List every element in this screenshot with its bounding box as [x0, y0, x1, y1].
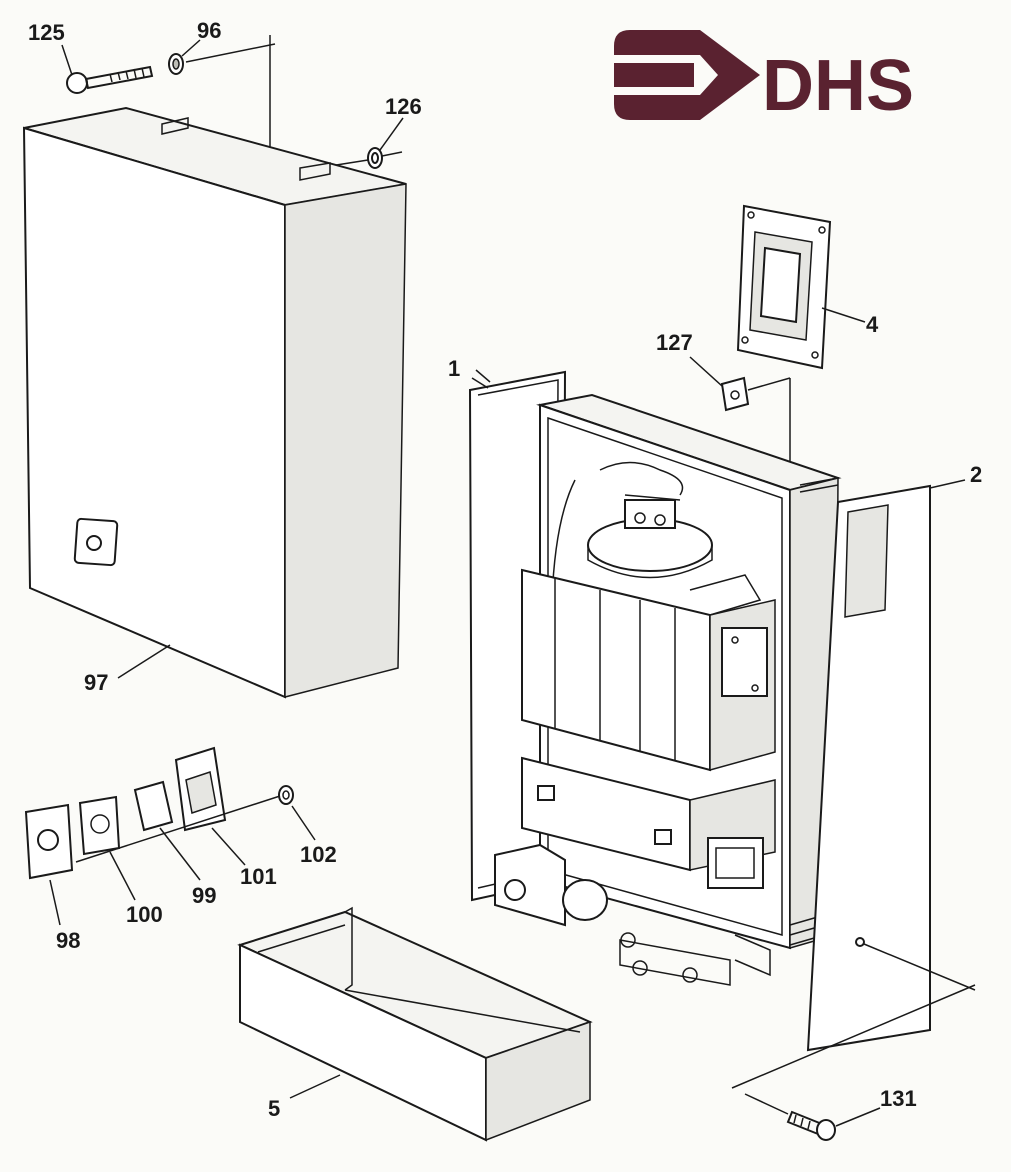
- label-100: 100: [126, 902, 163, 927]
- side-panel-2: [731, 479, 976, 1089]
- knob-plate-100: [78, 795, 121, 856]
- label-4: 4: [866, 312, 879, 337]
- label-2: 2: [970, 462, 982, 487]
- label-98: 98: [56, 928, 80, 953]
- label-125: 125: [28, 20, 65, 45]
- knob-cap-98: [24, 803, 74, 880]
- washer-126: [329, 147, 403, 169]
- switch-bracket-101: [174, 746, 227, 832]
- logo-arrow-mark: [614, 30, 760, 120]
- escutcheon-4: [736, 204, 866, 370]
- label-126: 126: [385, 94, 422, 119]
- dhs-logo: DHS: [614, 30, 914, 126]
- label-97: 97: [84, 670, 108, 695]
- label-96: 96: [197, 18, 221, 43]
- label-102: 102: [300, 842, 337, 867]
- label-127: 127: [656, 330, 693, 355]
- label-99: 99: [192, 883, 216, 908]
- logo-text: DHS: [762, 46, 914, 126]
- heater-chassis: [494, 393, 842, 986]
- washer-96: [168, 53, 184, 75]
- leader-96-axis: [185, 43, 276, 63]
- nut-102: [278, 785, 294, 805]
- bottom-cover-5: [237, 906, 593, 1142]
- screw-125: [66, 65, 154, 94]
- label-5: 5: [268, 1096, 280, 1121]
- label-1: 1: [448, 356, 460, 381]
- front-cover-97: [22, 106, 407, 699]
- label-101: 101: [240, 864, 277, 889]
- clip-127: [689, 356, 791, 465]
- label-131: 131: [880, 1086, 917, 1111]
- screw-131: [744, 1093, 836, 1141]
- switch-cover-99: [133, 780, 174, 832]
- leader-lines: [49, 39, 881, 1127]
- knob-axis-line: [75, 795, 281, 863]
- logo-arrow-bar: [614, 63, 694, 87]
